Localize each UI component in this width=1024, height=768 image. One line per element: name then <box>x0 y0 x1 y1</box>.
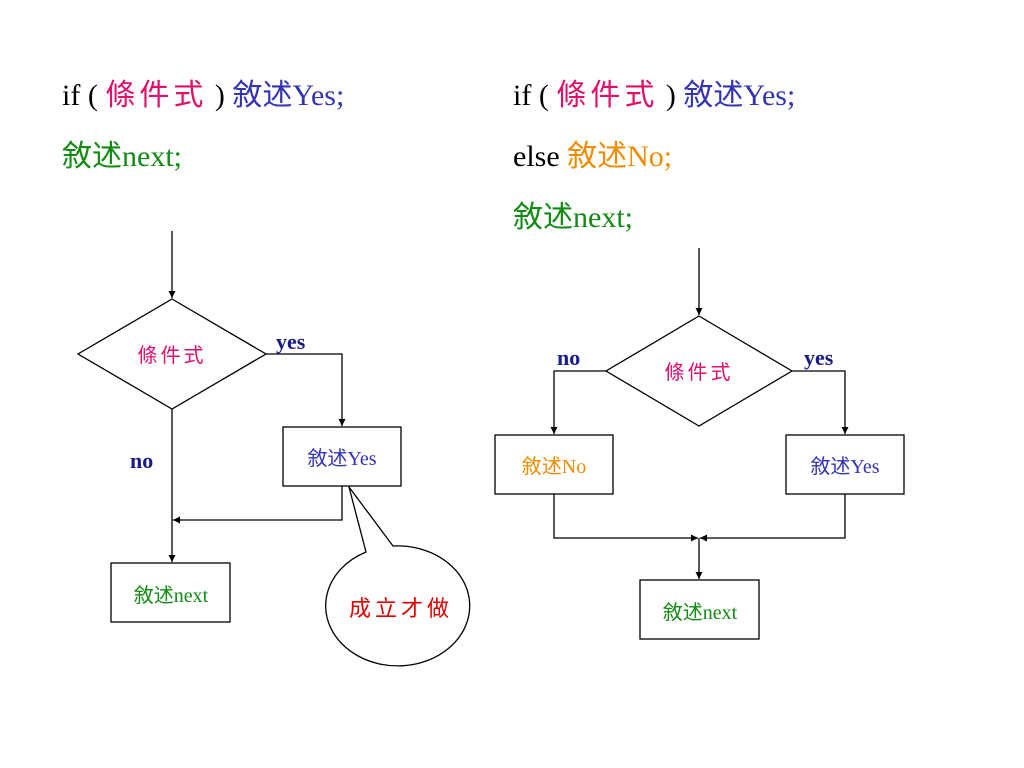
right-condition-label: 條件式 <box>665 361 734 384</box>
left-yes-branch-line <box>266 353 346 426</box>
left-code-line-2: 敘述next; <box>62 139 182 175</box>
right-code-condition: 條件式 <box>556 79 659 112</box>
right-condition-diamond <box>604 315 794 427</box>
left-code-condition: 條件式 <box>105 79 208 112</box>
right-no-label: no <box>557 345 580 370</box>
right-yes-merge-line <box>700 494 846 542</box>
left-yes-label: yes <box>276 329 306 354</box>
left-no-label: no <box>130 448 153 473</box>
right-no-merge-line <box>553 494 698 542</box>
left-code-next-statement: 敘述next; <box>62 140 182 173</box>
right-close-paren: ) <box>658 79 684 112</box>
right-else-keyword: else <box>513 140 568 173</box>
right-code-line-1: if ( 條件式 ) 敘述Yes; <box>513 78 795 114</box>
left-callout-text: 成立才做 <box>349 596 453 621</box>
right-yes-label: yes <box>804 345 834 370</box>
left-code-line-1: if ( 條件式 ) 敘述Yes; <box>62 78 344 114</box>
right-no-statement-label: 敘述No <box>522 455 586 478</box>
right-next-statement-label: 敘述next <box>663 601 738 624</box>
left-next-statement-label: 敘述next <box>134 584 209 607</box>
right-next-statement-box <box>639 579 760 640</box>
left-if-keyword: if ( <box>62 79 106 112</box>
left-callout-bubble <box>325 486 471 667</box>
right-code-no-statement: 敘述No; <box>567 140 673 173</box>
left-merge-line <box>173 486 343 524</box>
left-close-paren: ) <box>207 79 233 112</box>
right-if-keyword: if ( <box>513 79 557 112</box>
right-code-yes-statement: 敘述Yes; <box>683 79 796 112</box>
left-next-statement-box <box>110 562 231 623</box>
right-yes-statement-label: 敘述Yes <box>810 455 879 478</box>
left-yes-statement-box <box>282 426 402 487</box>
right-no-statement-box <box>494 434 614 495</box>
left-flowchart: 條件式 yes 敘述Yes no 敘述next 成立才做 <box>76 231 471 667</box>
left-yes-statement-label: 敘述Yes <box>307 447 376 470</box>
right-flowchart: 條件式 no yes 敘述No 敘述Yes 敘述next <box>494 248 905 640</box>
left-condition-label: 條件式 <box>138 344 207 367</box>
right-code-line-2: else 敘述No; <box>513 139 672 175</box>
right-code-line-3: 敘述next; <box>513 200 633 236</box>
left-code-yes-statement: 敘述Yes; <box>232 79 345 112</box>
right-code-next-statement: 敘述next; <box>513 201 633 234</box>
right-no-branch-line <box>550 370 606 434</box>
right-yes-branch-line <box>792 370 849 434</box>
